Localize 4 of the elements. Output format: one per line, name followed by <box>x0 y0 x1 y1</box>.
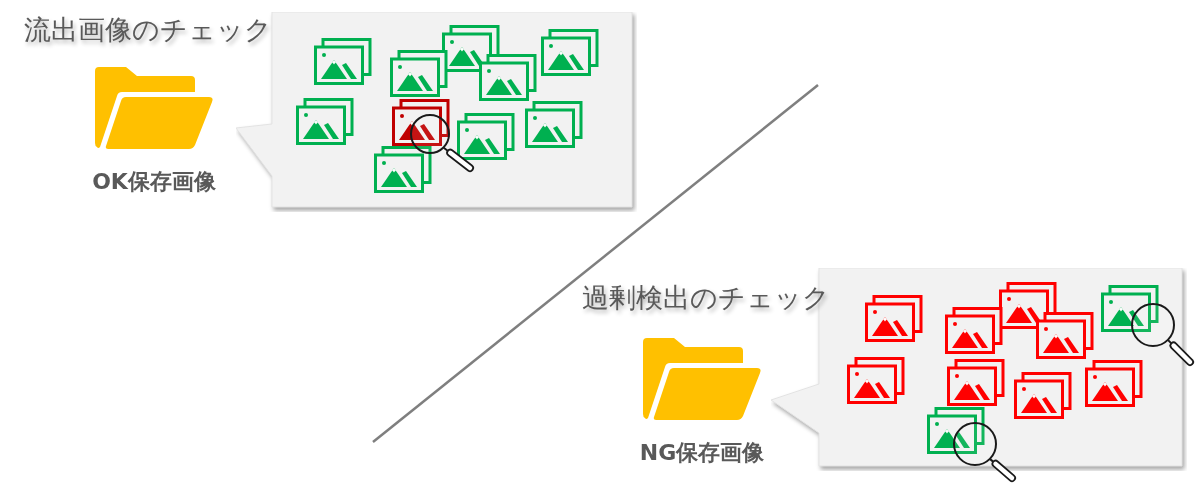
section-heading: 過剰検出のチェック <box>582 281 830 315</box>
folder-caption: NG保存画像 <box>639 439 765 467</box>
section-heading: 流出画像のチェック <box>24 13 272 47</box>
folder-caption: OK保存画像 <box>92 168 216 196</box>
